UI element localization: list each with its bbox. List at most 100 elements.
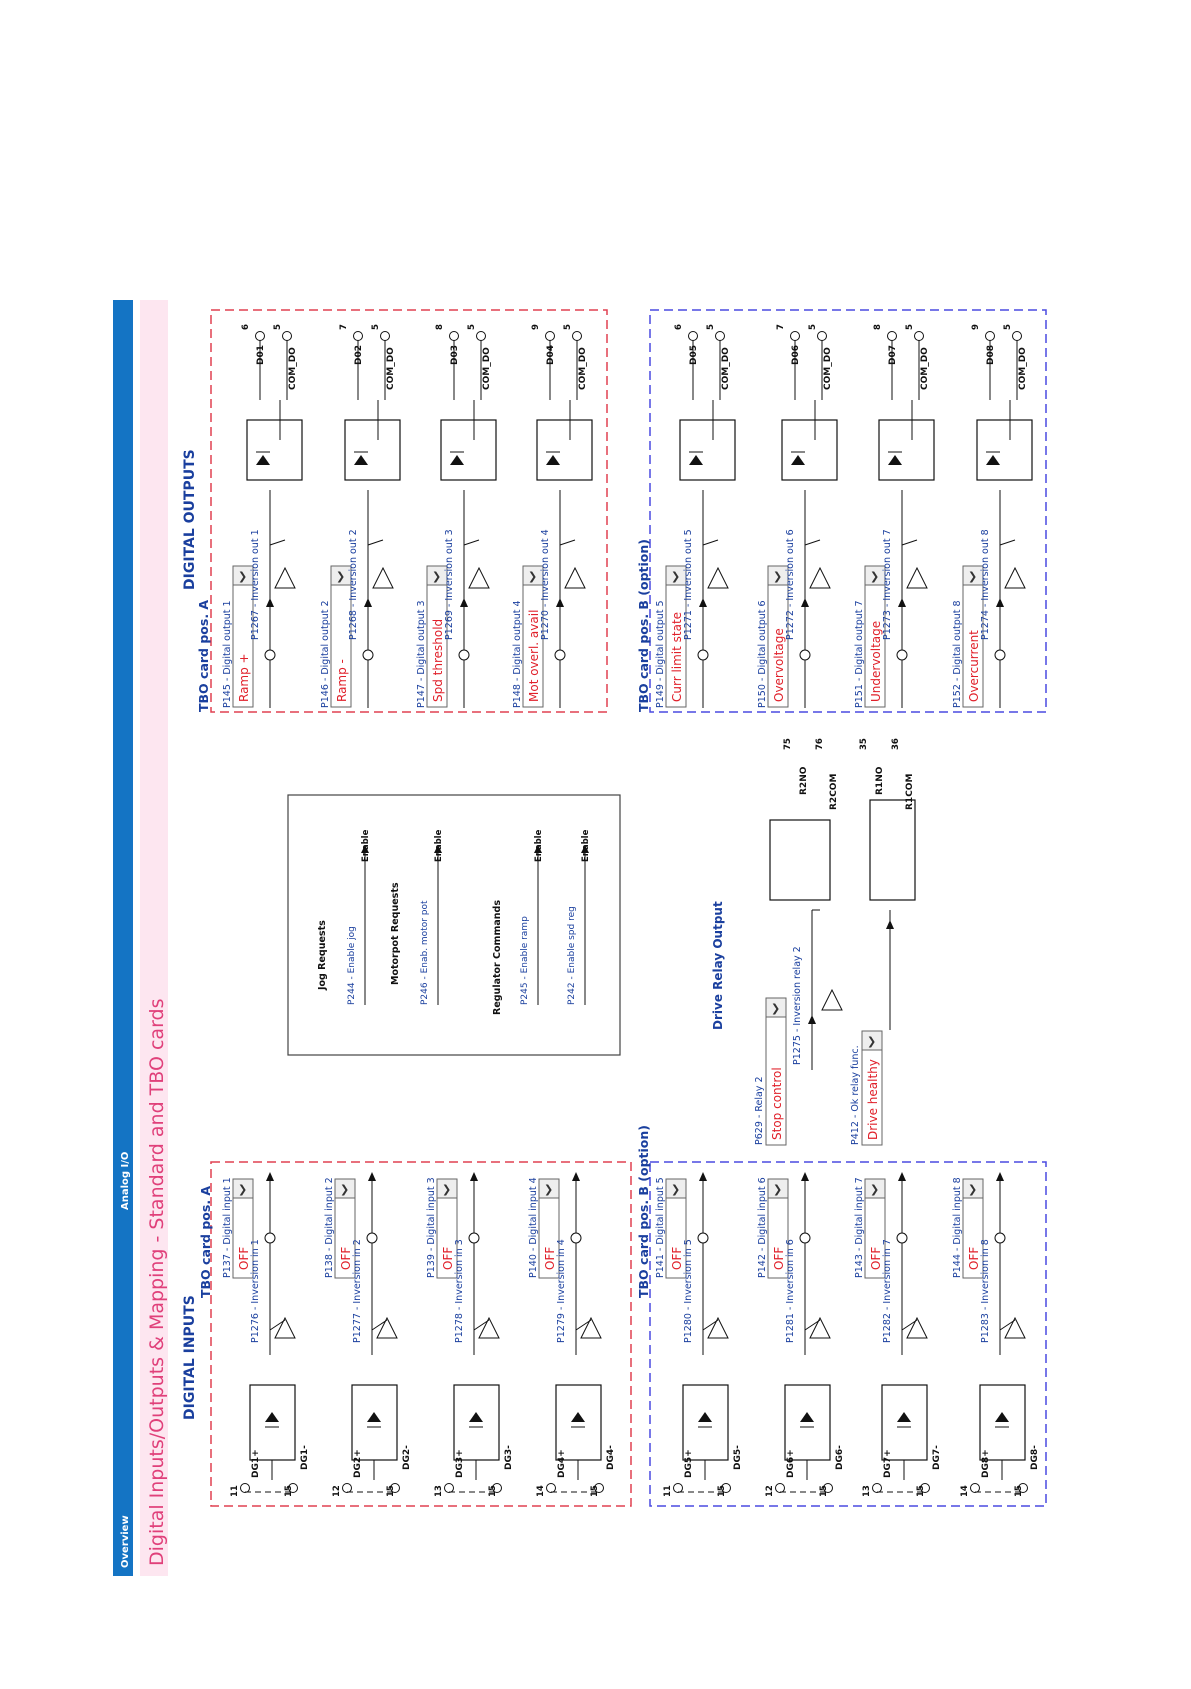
node-circle <box>799 1232 811 1244</box>
output-dropdown-button[interactable] <box>767 565 789 586</box>
output-dropdown-button[interactable] <box>522 565 544 586</box>
requests-box: Jog Requests P244 - Enable jog Enable Mo… <box>287 794 621 1056</box>
input-dropdown-button[interactable] <box>436 1178 458 1199</box>
input-pin-plus: 13 <box>862 1485 872 1497</box>
input-minus-terminal: DG1- <box>300 1445 310 1470</box>
input-dropdown-button[interactable] <box>665 1178 687 1199</box>
diode-icon <box>995 1412 1009 1422</box>
screw-terminal-icon <box>255 331 265 341</box>
output-inversion-label: P1273 - Inversion out 7 <box>882 529 893 640</box>
tab-analog-io[interactable]: Analog I/O <box>120 1152 131 1210</box>
inverter-icon <box>274 1316 296 1339</box>
inverter-icon <box>580 1316 602 1339</box>
output-dropdown-button[interactable] <box>864 565 886 586</box>
output-com-terminal: COM_DO <box>288 347 298 390</box>
header-nav-bar <box>113 300 133 1576</box>
output-inversion-label: P1267 - Inversion out 1 <box>250 529 261 640</box>
inverter-icon <box>1004 566 1026 589</box>
output-dropdown-button[interactable] <box>426 565 448 586</box>
node-circle <box>697 649 709 661</box>
arrow-icon <box>699 1172 707 1181</box>
screw-terminal-icon <box>476 331 486 341</box>
arrow-icon <box>266 598 274 607</box>
output-pin-com: 5 <box>1003 324 1013 330</box>
input-pin-plus: 14 <box>536 1485 546 1497</box>
inverter-icon <box>372 566 394 589</box>
input-inversion-label: P1276 - Inversion in 1 <box>250 1239 261 1343</box>
input-minus-terminal: DG2- <box>402 1445 412 1470</box>
output-inversion-label: P1274 - Inversion out 8 <box>980 529 991 640</box>
output-terminal: D04 <box>546 345 556 365</box>
input-inversion-label: P1282 - Inversion in 7 <box>882 1239 893 1343</box>
input-pin-minus: 15 <box>717 1485 727 1497</box>
diode-icon <box>450 455 464 465</box>
input-dropdown-button[interactable] <box>864 1178 886 1199</box>
input-dropdown-button[interactable] <box>232 1178 254 1199</box>
input-dropdown-button[interactable] <box>767 1178 789 1199</box>
chevron-down-icon: ❯ <box>968 570 977 583</box>
output-pin: 6 <box>241 324 251 330</box>
screw-terminal-icon <box>673 1483 683 1493</box>
output-terminal: D08 <box>986 345 996 365</box>
screw-terminal-icon <box>282 331 292 341</box>
ramp-enable-label: Enable <box>534 829 544 862</box>
screw-terminal-icon <box>545 331 555 341</box>
node-circle <box>697 1232 709 1244</box>
output-pin-com: 5 <box>273 324 283 330</box>
output-dropdown-button[interactable] <box>962 565 984 586</box>
outputs-card-a-frame <box>210 309 608 713</box>
output-dropdown-button[interactable] <box>232 565 254 586</box>
input-dropdown-button[interactable] <box>538 1178 560 1199</box>
jog-requests-title: Jog Requests <box>317 920 328 991</box>
ok-relay-dropdown-button[interactable] <box>861 1030 883 1051</box>
node-circle <box>799 649 811 661</box>
arrow-icon <box>460 598 468 607</box>
input-dropdown-button[interactable] <box>334 1178 356 1199</box>
input-inversion-label: P1279 - Inversion in 4 <box>556 1239 567 1343</box>
drive-relay-section: Drive Relay Output P629 - Relay 2 Stop c… <box>711 738 916 1146</box>
inverter-icon <box>809 1316 831 1339</box>
inverter-icon <box>478 1316 500 1339</box>
screw-terminal-icon <box>492 1483 502 1493</box>
arrow-icon <box>364 598 372 607</box>
relay2-dropdown-button[interactable] <box>765 997 787 1018</box>
arrow-icon <box>898 598 906 607</box>
output-param-label: P150 - Digital output 6 <box>757 600 768 708</box>
input-param-label: P144 - Digital input 8 <box>952 1177 963 1278</box>
inputs-card-b-frame <box>649 1161 1047 1507</box>
chevron-down-icon: ❯ <box>340 1183 349 1196</box>
inverter-icon <box>906 1316 928 1339</box>
tab-overview[interactable]: Overview <box>120 1515 131 1568</box>
optocoupler-box <box>976 419 1033 481</box>
optocoupler-box <box>781 419 838 481</box>
node-circle <box>366 1232 378 1244</box>
input-pin-minus: 15 <box>488 1485 498 1497</box>
screw-terminal-icon <box>1018 1483 1028 1493</box>
drive-relay-title: Drive Relay Output <box>711 901 725 1030</box>
screw-terminal-icon <box>449 331 459 341</box>
output-com-terminal: COM_DO <box>386 347 396 390</box>
input-dropdown-button[interactable] <box>962 1178 984 1199</box>
motorpot-param-label: P246 - Enab. motor pot <box>420 900 430 1005</box>
input-value: OFF <box>670 1247 684 1270</box>
chevron-down-icon: ❯ <box>544 1183 553 1196</box>
output-com-terminal: COM_DO <box>482 347 492 390</box>
arrow-icon <box>996 1172 1004 1181</box>
header-title-band <box>140 300 168 1576</box>
screw-terminal-icon <box>342 1483 352 1493</box>
output-dropdown-button[interactable] <box>330 565 352 586</box>
output-terminal: D03 <box>450 345 460 365</box>
screw-terminal-icon <box>823 1483 833 1493</box>
output-dropdown-button[interactable] <box>665 565 687 586</box>
chevron-down-icon: ❯ <box>773 1183 782 1196</box>
relay2-inverter-icon <box>821 988 843 1011</box>
screw-terminal-icon <box>721 1483 731 1493</box>
output-inversion-label: P1272 - Inversion out 6 <box>785 529 796 640</box>
